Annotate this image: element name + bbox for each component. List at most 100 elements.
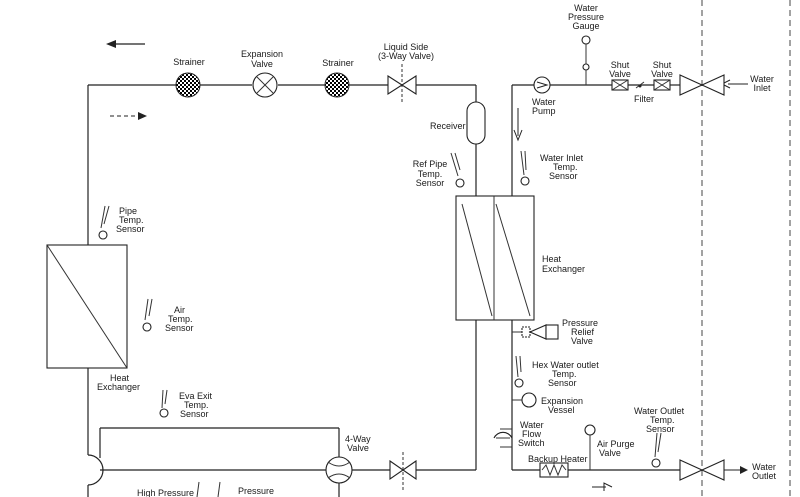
filter: [635, 81, 645, 89]
air-purge-label-2: Valve: [599, 448, 621, 458]
heat-exchanger-left-label-2: Exchanger: [97, 382, 140, 392]
heat-exchanger-left: [46, 244, 128, 369]
water-flow-switch: [493, 428, 513, 448]
backup-heater: [539, 462, 569, 478]
liquid-side-3way-valve: [387, 64, 417, 104]
water-outlet-sensor-label-3: Sensor: [646, 424, 675, 434]
filter-label: Filter: [634, 94, 654, 104]
water-inlet-sensor-label-1: Water Inlet: [540, 153, 584, 163]
expansion-valve: [252, 72, 278, 98]
pressure-relief-label-2: Relief: [571, 327, 595, 337]
shut-valve-2-label-1: Shut: [653, 60, 672, 70]
four-way-valve-label-2: Valve: [347, 443, 369, 453]
water-inlet-arrow: [720, 79, 748, 89]
strainer-right: [324, 72, 350, 98]
water-pressure-gauge-label-2: Pressure: [568, 12, 604, 22]
shut-valve-2-label-2: Valve: [651, 69, 673, 79]
heat-exchanger-right-label-1: Heat: [542, 254, 562, 264]
hex-outlet-sensor-label-3: Sensor: [548, 378, 577, 388]
pipe-temp-sensor: [98, 205, 110, 240]
air-sensor-label-3: Sensor: [165, 323, 194, 333]
strainer-right-label: Strainer: [322, 58, 354, 68]
pressure-label: Pressure: [238, 486, 274, 496]
pressure-relief-label-1: Pressure: [562, 318, 598, 328]
water-flow-switch-label-2: Flow: [522, 429, 542, 439]
water-inlet-temp-sensor: [520, 150, 530, 186]
heat-exchanger-left-label-1: Heat: [110, 373, 130, 383]
eva-exit-sensor-label-1: Eva Exit: [179, 391, 213, 401]
shut-valve-2: [653, 79, 671, 91]
receiver-label: Receiver: [430, 121, 466, 131]
water-inlet-sensor-label-2: Temp.: [553, 162, 578, 172]
air-temp-sensor: [142, 298, 153, 332]
water-pump-label-2: Pump: [532, 106, 556, 116]
pressure-sensor-lead: [217, 481, 221, 497]
water-flow-switch-label-3: Switch: [518, 438, 545, 448]
water-pressure-gauge-label-1: Water: [574, 3, 598, 13]
expansion-vessel: [512, 392, 537, 408]
air-purge-label-1: Air Purge: [597, 439, 635, 449]
pipe-sensor-label-3: Sensor: [116, 224, 145, 234]
liquid-side-label-1: Liquid Side: [384, 42, 429, 52]
expansion-valve-label-2: Valve: [251, 59, 273, 69]
refrigerant-piping: [87, 84, 477, 497]
heat-exchanger-right-label-2: Exchanger: [542, 264, 585, 274]
refrigerant-flow-arrow-dashed: [110, 112, 147, 120]
water-outlet-label-2: Outlet: [752, 471, 777, 481]
high-pressure-label: High Pressure: [137, 488, 194, 497]
pipe-sensor-label-1: Pipe: [119, 206, 137, 216]
water-outlet-valve: [679, 459, 725, 481]
water-inlet-label-1: Water: [750, 74, 774, 84]
eva-exit-sensor-label-2: Temp.: [184, 400, 209, 410]
air-purge-valve: [584, 424, 596, 470]
water-inlet-label-2: Inlet: [753, 83, 771, 93]
strainer-left-label: Strainer: [173, 57, 205, 67]
hex-outlet-sensor-label-1: Hex Water outlet: [532, 360, 599, 370]
ref-pipe-sensor-label-2: Temp.: [418, 169, 443, 179]
ref-pipe-sensor-label-3: Sensor: [416, 178, 445, 188]
backup-heater-flow-arrow: [592, 482, 613, 491]
pressure-relief-label-3: Valve: [571, 336, 593, 346]
water-outlet-arrow: [722, 466, 748, 474]
pipe-crossover: [87, 454, 104, 486]
hex-water-outlet-temp-sensor: [514, 355, 524, 388]
water-piping: [511, 84, 680, 471]
backup-heater-label: Backup Heater: [528, 454, 588, 464]
four-way-valve-label-1: 4-Way: [345, 434, 371, 444]
water-outlet-temp-sensor: [651, 432, 662, 468]
gas-side-valve: [389, 452, 417, 492]
air-sensor-label-2: Temp.: [168, 314, 193, 324]
heat-exchanger-right: [455, 195, 535, 321]
liquid-side-label-2: (3-Way Valve): [378, 51, 434, 61]
shut-valve-1-label-2: Valve: [609, 69, 631, 79]
water-flow-switch-label-1: Water: [520, 420, 544, 430]
strainer-left: [175, 72, 201, 98]
pipe-sensor-label-2: Temp.: [119, 215, 144, 225]
water-outlet-sensor-label-1: Water Outlet: [634, 406, 685, 416]
expansion-vessel-label-1: Expansion: [541, 396, 583, 406]
receiver: [466, 101, 486, 145]
eva-exit-temp-sensor: [159, 389, 169, 418]
water-pump: [533, 76, 551, 94]
water-pump-label-1: Water: [532, 97, 556, 107]
pressure-relief-valve: [512, 324, 559, 340]
refrigerant-flow-arrow-solid: [106, 40, 145, 48]
ref-pipe-sensor-label-1: Ref Pipe: [413, 159, 448, 169]
eva-exit-sensor-label-3: Sensor: [180, 409, 209, 419]
hex-outlet-sensor-label-2: Temp.: [552, 369, 577, 379]
water-outlet-label-1: Water: [752, 462, 776, 472]
expansion-vessel-label-2: Vessel: [548, 405, 575, 415]
high-pressure-sensor-lead: [196, 481, 200, 497]
water-flow-arrow-down: [513, 108, 523, 142]
shut-valve-1: [611, 79, 629, 91]
water-outlet-sensor-label-2: Temp.: [650, 415, 675, 425]
shut-valve-1-label-1: Shut: [611, 60, 630, 70]
water-inlet-valve: [679, 74, 725, 96]
expansion-valve-label-1: Expansion: [241, 49, 283, 59]
water-pressure-gauge: [581, 35, 591, 85]
four-way-valve: [325, 456, 353, 484]
air-sensor-label-1: Air: [174, 305, 185, 315]
ref-pipe-temp-sensor: [450, 152, 465, 188]
water-inlet-sensor-label-3: Sensor: [549, 171, 578, 181]
